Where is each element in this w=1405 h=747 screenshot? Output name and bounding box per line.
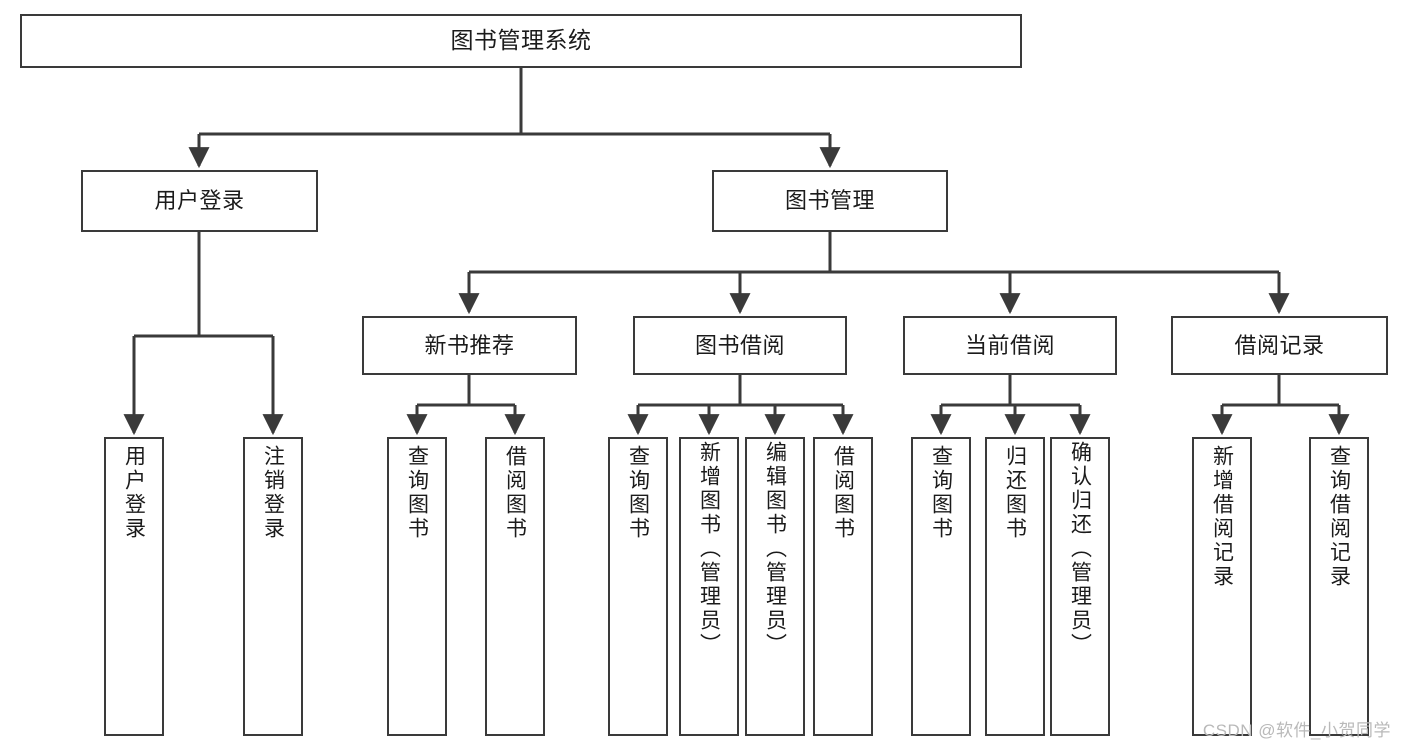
- node-leaf-edit-book[interactable]: 编辑图书（管理员）: [745, 437, 805, 736]
- node-leaf-borrow-book-2-label: 借阅图书: [831, 445, 855, 541]
- node-book-manage-label: 图书管理: [784, 188, 875, 214]
- node-leaf-query-record-label: 查询借阅记录: [1327, 445, 1351, 589]
- node-leaf-add-book[interactable]: 新增图书（管理员）: [679, 437, 739, 736]
- node-leaf-user-login-label: 用户登录: [122, 445, 146, 541]
- node-root[interactable]: 图书管理系统: [20, 14, 1022, 68]
- node-leaf-user-login[interactable]: 用户登录: [104, 437, 164, 736]
- node-leaf-return-book[interactable]: 归还图书: [985, 437, 1045, 736]
- node-leaf-borrow-book-2[interactable]: 借阅图书: [813, 437, 873, 736]
- node-leaf-borrow-book-1[interactable]: 借阅图书: [485, 437, 545, 736]
- node-leaf-query-book-1[interactable]: 查询图书: [387, 437, 447, 736]
- node-leaf-add-book-label: 新增图书（管理员）: [697, 441, 721, 657]
- node-book-borrow[interactable]: 图书借阅: [633, 316, 847, 375]
- node-leaf-query-record[interactable]: 查询借阅记录: [1309, 437, 1369, 736]
- node-user-login[interactable]: 用户登录: [81, 170, 318, 232]
- node-leaf-return-book-label: 归还图书: [1003, 445, 1027, 541]
- node-leaf-borrow-book-1-label: 借阅图书: [503, 445, 527, 541]
- node-leaf-logout[interactable]: 注销登录: [243, 437, 303, 736]
- node-leaf-logout-label: 注销登录: [261, 445, 285, 541]
- node-leaf-confirm-return-label: 确认归还（管理员）: [1068, 441, 1092, 657]
- node-leaf-add-record[interactable]: 新增借阅记录: [1192, 437, 1252, 736]
- node-new-book-recommend-label: 新书推荐: [424, 332, 515, 358]
- node-current-borrow-label: 当前借阅: [964, 332, 1055, 358]
- node-leaf-edit-book-label: 编辑图书（管理员）: [763, 441, 787, 657]
- node-user-login-label: 用户登录: [154, 188, 245, 214]
- node-book-borrow-label: 图书借阅: [694, 332, 785, 358]
- node-leaf-add-record-label: 新增借阅记录: [1210, 445, 1234, 589]
- node-leaf-query-book-2[interactable]: 查询图书: [608, 437, 668, 736]
- node-borrow-record[interactable]: 借阅记录: [1171, 316, 1388, 375]
- node-leaf-query-book-2-label: 查询图书: [626, 445, 650, 541]
- node-borrow-record-label: 借阅记录: [1234, 332, 1325, 358]
- node-book-manage[interactable]: 图书管理: [712, 170, 948, 232]
- node-leaf-query-book-3[interactable]: 查询图书: [911, 437, 971, 736]
- node-leaf-confirm-return[interactable]: 确认归还（管理员）: [1050, 437, 1110, 736]
- node-current-borrow[interactable]: 当前借阅: [903, 316, 1117, 375]
- node-new-book-recommend[interactable]: 新书推荐: [362, 316, 577, 375]
- node-root-label: 图书管理系统: [450, 27, 592, 54]
- node-leaf-query-book-1-label: 查询图书: [405, 445, 429, 541]
- watermark-text: CSDN @软件_小贺同学: [1202, 721, 1391, 740]
- node-leaf-query-book-3-label: 查询图书: [929, 445, 953, 541]
